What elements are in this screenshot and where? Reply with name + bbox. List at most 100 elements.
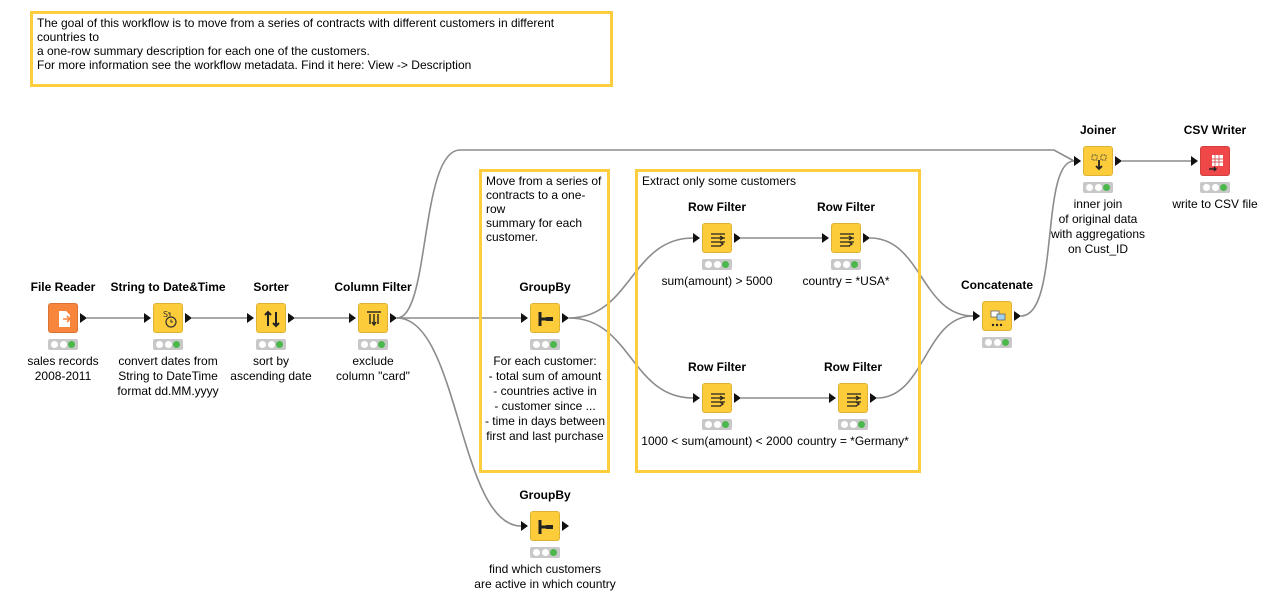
joiner-description[interactable]: inner join of original data with aggrega… (1050, 197, 1146, 256)
svg-text:S: S (163, 310, 168, 319)
row-filter-4-output-port[interactable] (870, 393, 877, 403)
column-filter-output-port[interactable] (390, 313, 397, 323)
string-to-datetime-output-port[interactable] (185, 313, 192, 323)
csv-writer-description[interactable]: write to CSV file (1172, 197, 1258, 211)
row-filter-2-status-indicator (831, 259, 861, 270)
sorter-output-port[interactable] (288, 313, 295, 323)
row-filter-3-status-indicator (702, 419, 732, 430)
row-filter-2-description[interactable]: country = *USA* (802, 274, 890, 288)
connection-concatenate-to-joiner[interactable] (1020, 160, 1075, 317)
status-yellow-light (993, 339, 1001, 346)
input-port-csv-writer[interactable] (1191, 156, 1198, 166)
row-filter-4-status-indicator (838, 419, 868, 430)
input-port-column-filter[interactable] (349, 313, 356, 323)
sorter-description[interactable]: sort by ascending date (230, 354, 312, 383)
connection-groupby-1-to-row-filter-3[interactable] (568, 317, 694, 399)
status-yellow-light (59, 341, 67, 348)
row-filter-icon (840, 233, 854, 247)
row-filter-3-output-port[interactable] (734, 393, 741, 403)
csv-writer-node[interactable] (1200, 146, 1230, 176)
status-red-light (1203, 184, 1210, 191)
row-filter-1-output-port[interactable] (734, 233, 741, 243)
row-filter-3-description[interactable]: 1000 < sum(amount) < 2000 (641, 434, 793, 448)
groupby-1-description[interactable]: For each customer: - total sum of amount… (484, 354, 606, 443)
groupby-1-status-indicator (530, 339, 560, 350)
status-yellow-light (267, 341, 275, 348)
workflow-description-annotation[interactable]: The goal of this workflow is to move fro… (30, 11, 613, 87)
file-reader-status-indicator (48, 339, 78, 350)
sort-arrows-icon (264, 310, 280, 328)
sorter-node[interactable] (256, 303, 286, 333)
groupby-2-description[interactable]: find which customers are active in which… (474, 562, 616, 591)
input-port-sorter[interactable] (247, 313, 254, 323)
joiner-output-port[interactable] (1115, 156, 1122, 166)
input-port-groupby-2[interactable] (521, 521, 528, 531)
column-filter-description[interactable]: exclude column "card" (336, 354, 410, 383)
status-green-light (1220, 184, 1227, 191)
file-reader-description[interactable]: sales records 2008-2011 (27, 354, 99, 383)
concatenate-node[interactable] (982, 301, 1012, 331)
connection-column-filter-to-groupby-2[interactable] (396, 317, 522, 527)
groupby-annotation[interactable]: Move from a series of contracts to a one… (479, 169, 610, 473)
row-filter-4-title: Row Filter (823, 360, 882, 374)
row-filter-2-node[interactable] (831, 223, 861, 253)
groupby-1-title: GroupBy (519, 280, 571, 294)
row-filter-4-node[interactable] (838, 383, 868, 413)
connection-groupby-1-to-row-filter-1[interactable] (568, 237, 694, 319)
status-red-light (834, 261, 841, 268)
connection-row-filter-2-to-concatenate[interactable] (869, 237, 974, 317)
status-yellow-light (842, 261, 850, 268)
clock-icon: S (163, 310, 177, 328)
concatenate-title: Concatenate (960, 278, 1034, 292)
status-green-light (68, 341, 75, 348)
row-filter-4-description[interactable]: country = *Germany* (797, 434, 909, 448)
concatenate-output-port[interactable] (1014, 311, 1021, 321)
input-port-row-filter-3[interactable] (693, 393, 700, 403)
input-port-row-filter-4[interactable] (829, 393, 836, 403)
connection-row-filter-4-to-concatenate[interactable] (876, 315, 974, 399)
row-filter-2-output-port[interactable] (863, 233, 870, 243)
joiner-title: Joiner (1079, 123, 1116, 137)
row-filter-3-node[interactable] (702, 383, 732, 413)
status-green-light (722, 261, 729, 268)
column-filter-icon (367, 311, 381, 327)
input-port-row-filter-1[interactable] (693, 233, 700, 243)
groupby-2-output-port[interactable] (562, 521, 569, 531)
file-reader-title: File Reader (30, 280, 96, 294)
input-port-concatenate[interactable] (973, 311, 980, 321)
input-port-joiner[interactable] (1074, 156, 1081, 166)
groupby-2-node[interactable] (530, 511, 560, 541)
string-to-datetime-description[interactable]: convert dates from String to DateTime fo… (117, 354, 219, 398)
file-reader-output-port[interactable] (80, 313, 87, 323)
filter-annotation[interactable]: Extract only some customers (635, 169, 921, 473)
string-to-datetime-status-indicator (153, 339, 183, 350)
concatenate-status-indicator (982, 337, 1012, 348)
row-filter-1-description[interactable]: sum(amount) > 5000 (661, 274, 773, 288)
sorter-title: Sorter (253, 280, 289, 294)
status-red-light (533, 341, 540, 348)
row-filter-icon (847, 393, 861, 407)
input-port-row-filter-2[interactable] (822, 233, 829, 243)
string-to-datetime-node[interactable]: S (153, 303, 183, 333)
connection-column-filter-to-joiner[interactable] (396, 149, 1075, 319)
sorter-status-indicator (256, 339, 286, 350)
groupby-1-node[interactable] (530, 303, 560, 333)
status-red-light (841, 421, 848, 428)
column-filter-node[interactable] (358, 303, 388, 333)
status-red-light (361, 341, 368, 348)
status-green-light (1103, 184, 1110, 191)
status-green-light (378, 341, 385, 348)
joiner-node[interactable] (1083, 146, 1113, 176)
row-filter-1-node[interactable] (702, 223, 732, 253)
status-green-light (858, 421, 865, 428)
groupby-1-output-port[interactable] (562, 313, 569, 323)
status-green-light (550, 549, 557, 556)
status-green-light (1002, 339, 1009, 346)
input-port-groupby-1[interactable] (521, 313, 528, 323)
status-red-light (705, 421, 712, 428)
input-port-string-to-datetime[interactable] (144, 313, 151, 323)
csv-writer-icon (1209, 155, 1223, 172)
status-green-light (722, 421, 729, 428)
file-reader-node[interactable] (48, 303, 78, 333)
groupby-2-status-indicator (530, 547, 560, 558)
